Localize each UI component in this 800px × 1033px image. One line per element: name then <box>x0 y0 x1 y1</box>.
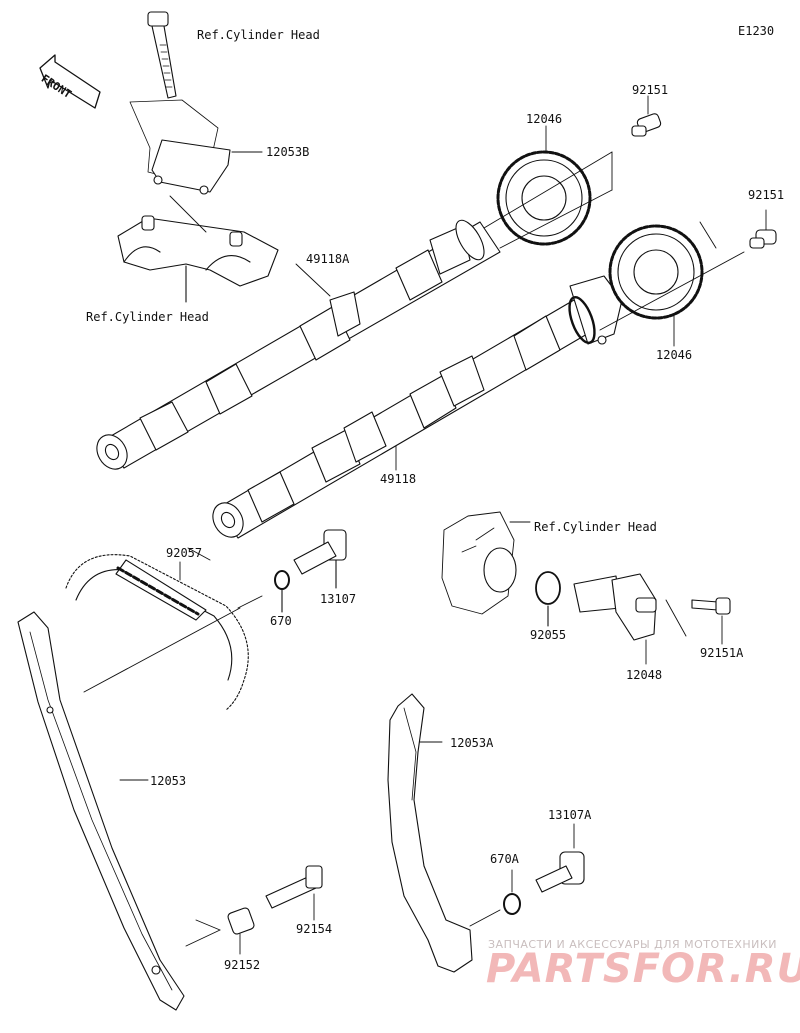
washer-670A <box>469 869 521 927</box>
assembly-lines <box>83 521 531 931</box>
part-12053A: 12053A <box>450 736 494 750</box>
part-49118: 49118 <box>380 472 417 486</box>
bolt-13107 <box>293 529 347 589</box>
sprocket-bolt-92151-lower <box>749 229 777 249</box>
part-92055: 92055 <box>530 628 567 642</box>
chain-guide-12053A <box>387 693 473 973</box>
part-92154: 92154 <box>296 922 333 936</box>
part-12046-upper: 12046 <box>526 112 563 126</box>
sprocket-12046-lower <box>608 224 704 320</box>
part-670A: 670A <box>490 852 519 866</box>
part-92151A: 92151A <box>700 646 744 660</box>
part-12046-lower: 12046 <box>656 348 693 362</box>
watermark-logo: PARTSFOR.RU <box>486 946 800 992</box>
part-49118A: 49118A <box>306 252 350 266</box>
bolt-13107A <box>535 823 585 893</box>
part-13107A: 13107A <box>548 808 592 822</box>
diagram-code: E1230 <box>738 24 775 38</box>
part-12048: 12048 <box>626 668 663 682</box>
ref-cylinder-head-top: Ref.Cylinder Head <box>197 28 320 42</box>
tensioner-12048 <box>573 573 687 665</box>
ref-cylinder-head-right: Ref.Cylinder Head <box>534 520 657 534</box>
cam-chain-92057 <box>65 554 263 711</box>
sprocket-12046-upper <box>496 150 592 246</box>
leader-lines <box>295 95 767 471</box>
ref-cylinder-head-mid: Ref.Cylinder Head <box>86 310 209 324</box>
part-92152: 92152 <box>224 958 261 972</box>
part-13107: 13107 <box>320 592 357 606</box>
cylinder-head-bolt <box>147 11 177 99</box>
front-arrow-icon <box>39 54 101 109</box>
chain-guide-12053 <box>17 611 185 1011</box>
part-12053: 12053 <box>150 774 187 788</box>
part-670: 670 <box>270 614 292 628</box>
part-92151-upper: 92151 <box>632 83 669 97</box>
camshaft-49118 <box>212 275 623 539</box>
watermark-subtitle: ЗАПЧАСТИ И АКСЕССУАРЫ ДЛЯ МОТОТЕХНИКИ <box>488 938 777 951</box>
collar-92152 <box>185 907 255 955</box>
camshaft-49118A <box>96 219 501 470</box>
tensioner-housing <box>441 511 517 615</box>
bolt-92151A <box>691 597 731 645</box>
part-12053B: 12053B <box>266 145 310 159</box>
bracket-12053B <box>129 99 263 195</box>
sprocket-bolt-92151-upper <box>631 113 662 137</box>
bolt-92154 <box>265 865 323 921</box>
gasket-92055 <box>535 571 561 627</box>
part-92057: 92057 <box>166 546 203 560</box>
camshaft-cap <box>117 215 279 303</box>
part-92151-lower: 92151 <box>748 188 785 202</box>
washer-670 <box>274 570 290 613</box>
